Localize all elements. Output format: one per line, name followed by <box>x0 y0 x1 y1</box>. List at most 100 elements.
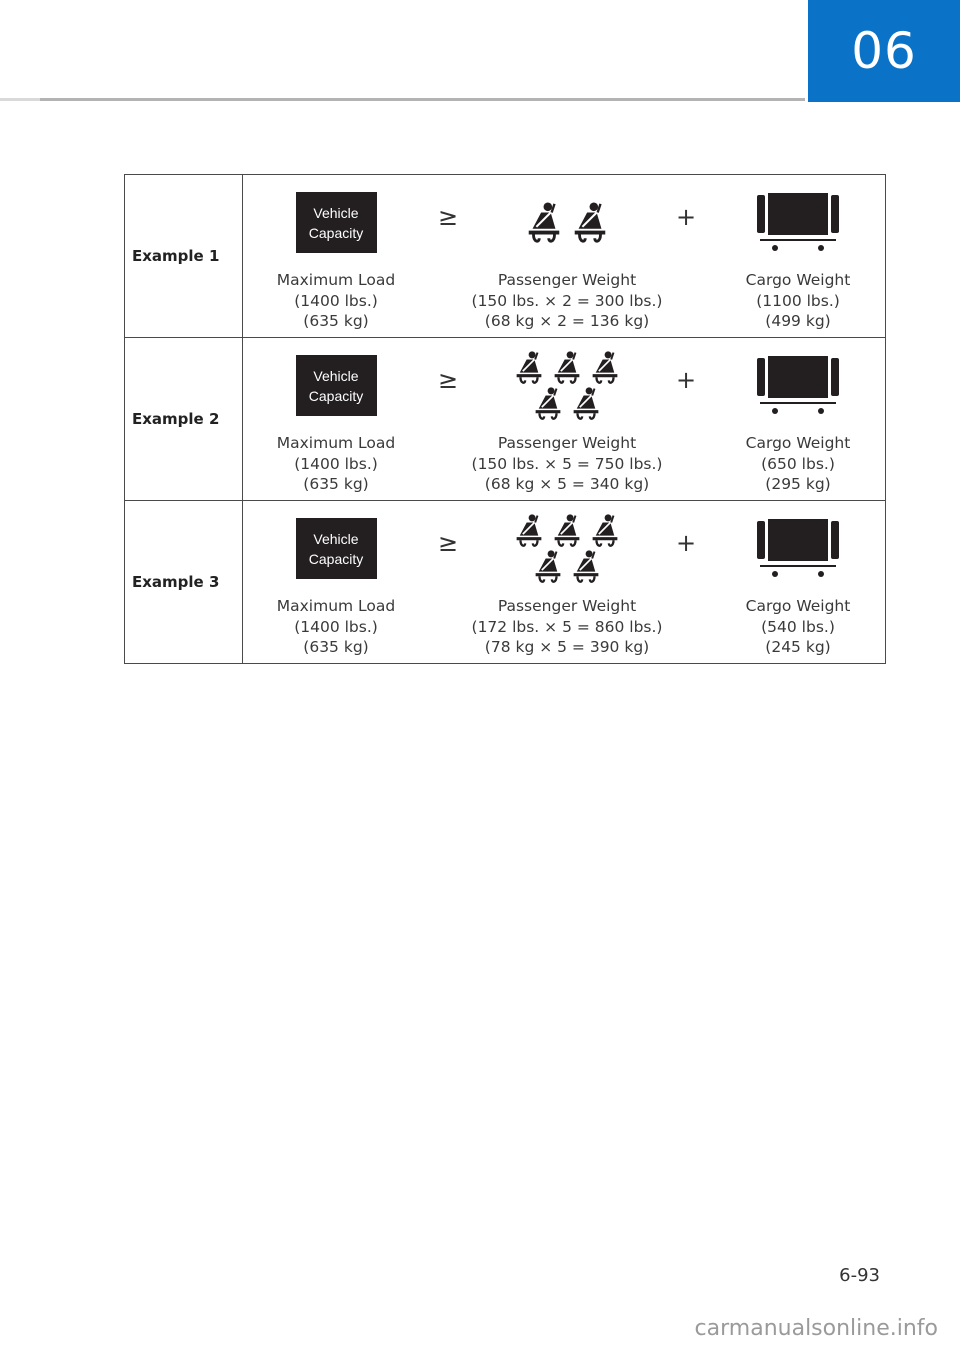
greater-equal-symbol: ≥ <box>437 203 459 231</box>
seatbelt-passenger-icon-group <box>523 201 611 244</box>
vehicle-capacity-label: Vehicle Capacity <box>295 355 377 416</box>
greater-equal-symbol: ≥ <box>437 366 459 394</box>
passenger-column: Passenger Weight (150 lbs. × 2 = 300 lbs.… <box>467 175 667 332</box>
cargo-box-icon <box>757 192 839 251</box>
cargo-title: Cargo Weight <box>745 271 851 289</box>
seatbelt-passenger-icon <box>535 549 561 583</box>
seat-row <box>512 350 622 385</box>
max-load-line2: (1400 lbs.) <box>294 617 378 636</box>
seatbelt-passenger-icon <box>516 350 542 384</box>
cargo-line3: (499 kg) <box>765 312 831 330</box>
cargo-weight-caption: Cargo Weight (1100 lbs.) (499 kg) <box>705 270 891 332</box>
watermark: carmanualsonline.info <box>694 1316 938 1341</box>
example-content: Vehicle Capacity Maximum Load (1400 lbs.)… <box>242 500 886 664</box>
example-content: Vehicle Capacity Maximum Load (1400 lbs.)… <box>242 174 886 338</box>
max-load-line2: (1400 lbs.) <box>294 454 378 473</box>
max-load-caption: Maximum Load (1400 lbs.) (635 kg) <box>243 596 429 658</box>
max-load-title: Maximum Load <box>276 434 396 452</box>
cargo-column: Cargo Weight (650 lbs.) (295 kg) <box>705 338 891 495</box>
cargo-weight-caption: Cargo Weight (540 lbs.) (245 kg) <box>705 596 891 658</box>
seatbelt-passenger-icon <box>574 201 606 243</box>
max-load-line3: (635 kg) <box>303 312 369 330</box>
max-load-column: Vehicle Capacity Maximum Load (1400 lbs.)… <box>243 501 429 658</box>
load-examples-table: Example 1 Vehicle Capacity Maximum Load (… <box>124 174 886 664</box>
example-label-text: Example 1 <box>132 247 220 265</box>
header-rule <box>0 98 805 101</box>
example-label: Example 1 <box>124 174 243 338</box>
cargo-line3: (245 kg) <box>765 638 831 656</box>
cargo-line2: (540 lbs.) <box>761 617 835 636</box>
vehicle-capacity-line1: Vehicle <box>313 204 359 221</box>
max-load-line3: (635 kg) <box>303 638 369 656</box>
vehicle-capacity-line2: Capacity <box>308 550 364 567</box>
passenger-title: Passenger Weight <box>497 434 637 452</box>
seatbelt-passenger-icon <box>573 386 599 420</box>
passenger-line3: (68 kg × 2 = 136 kg) <box>484 312 650 330</box>
example-label-text: Example 2 <box>132 410 220 428</box>
plus-symbol: + <box>675 203 697 231</box>
passenger-line3: (68 kg × 5 = 340 kg) <box>484 475 650 493</box>
passenger-column: Passenger Weight (172 lbs. × 5 = 860 lbs.… <box>467 501 667 658</box>
vehicle-capacity-line1: Vehicle <box>313 530 359 547</box>
seatbelt-passenger-icon-group <box>512 513 622 584</box>
vehicle-capacity-line2: Capacity <box>308 387 364 404</box>
cargo-box-icon <box>757 355 839 414</box>
cargo-column: Cargo Weight (540 lbs.) (245 kg) <box>705 501 891 658</box>
cargo-weight-caption: Cargo Weight (650 lbs.) (295 kg) <box>705 433 891 495</box>
max-load-title: Maximum Load <box>276 271 396 289</box>
seat-row <box>531 549 603 584</box>
chapter-tab: 06 <box>808 0 960 102</box>
max-load-caption: Maximum Load (1400 lbs.) (635 kg) <box>243 433 429 495</box>
chapter-number: 06 <box>851 22 917 80</box>
greater-equal-symbol: ≥ <box>437 529 459 557</box>
cargo-title: Cargo Weight <box>745 434 851 452</box>
seat-row <box>523 201 611 244</box>
page-number: 6-93 <box>839 1265 880 1286</box>
example-row: Example 2 Vehicle Capacity Maximum Load (… <box>124 337 886 501</box>
example-label: Example 2 <box>124 337 243 501</box>
vehicle-capacity-label: Vehicle Capacity <box>295 518 377 579</box>
seatbelt-passenger-icon-group <box>512 350 622 421</box>
cargo-title: Cargo Weight <box>745 597 851 615</box>
passenger-line2: (172 lbs. × 5 = 860 lbs.) <box>471 617 663 636</box>
cargo-line2: (1100 lbs.) <box>756 291 840 310</box>
example-content: Vehicle Capacity Maximum Load (1400 lbs.)… <box>242 337 886 501</box>
plus-symbol: + <box>675 366 697 394</box>
passenger-title: Passenger Weight <box>497 271 637 289</box>
vehicle-capacity-line1: Vehicle <box>313 367 359 384</box>
passenger-weight-caption: Passenger Weight (150 lbs. × 5 = 750 lbs.… <box>467 433 667 495</box>
example-row: Example 3 Vehicle Capacity Maximum Load (… <box>124 500 886 664</box>
example-row: Example 1 Vehicle Capacity Maximum Load (… <box>124 174 886 338</box>
seatbelt-passenger-icon <box>528 201 560 243</box>
vehicle-capacity-label: Vehicle Capacity <box>295 192 377 253</box>
example-label: Example 3 <box>124 500 243 664</box>
max-load-title: Maximum Load <box>276 597 396 615</box>
seat-row <box>531 386 603 421</box>
seatbelt-passenger-icon <box>592 513 618 547</box>
seatbelt-passenger-icon <box>535 386 561 420</box>
cargo-box-icon <box>757 518 839 577</box>
passenger-line2: (150 lbs. × 5 = 750 lbs.) <box>471 454 663 473</box>
max-load-line3: (635 kg) <box>303 475 369 493</box>
max-load-caption: Maximum Load (1400 lbs.) (635 kg) <box>243 270 429 332</box>
seatbelt-passenger-icon <box>554 513 580 547</box>
passenger-line2: (150 lbs. × 2 = 300 lbs.) <box>471 291 663 310</box>
passenger-column: Passenger Weight (150 lbs. × 5 = 750 lbs.… <box>467 338 667 495</box>
seatbelt-passenger-icon <box>516 513 542 547</box>
max-load-column: Vehicle Capacity Maximum Load (1400 lbs.)… <box>243 338 429 495</box>
max-load-line2: (1400 lbs.) <box>294 291 378 310</box>
seat-row <box>512 513 622 548</box>
example-label-text: Example 3 <box>132 573 220 591</box>
seatbelt-passenger-icon <box>573 549 599 583</box>
plus-symbol: + <box>675 529 697 557</box>
cargo-line3: (295 kg) <box>765 475 831 493</box>
max-load-column: Vehicle Capacity Maximum Load (1400 lbs.)… <box>243 175 429 332</box>
passenger-title: Passenger Weight <box>497 597 637 615</box>
seatbelt-passenger-icon <box>554 350 580 384</box>
cargo-line2: (650 lbs.) <box>761 454 835 473</box>
seatbelt-passenger-icon <box>592 350 618 384</box>
passenger-weight-caption: Passenger Weight (150 lbs. × 2 = 300 lbs.… <box>467 270 667 332</box>
passenger-line3: (78 kg × 5 = 390 kg) <box>484 638 650 656</box>
passenger-weight-caption: Passenger Weight (172 lbs. × 5 = 860 lbs.… <box>467 596 667 658</box>
